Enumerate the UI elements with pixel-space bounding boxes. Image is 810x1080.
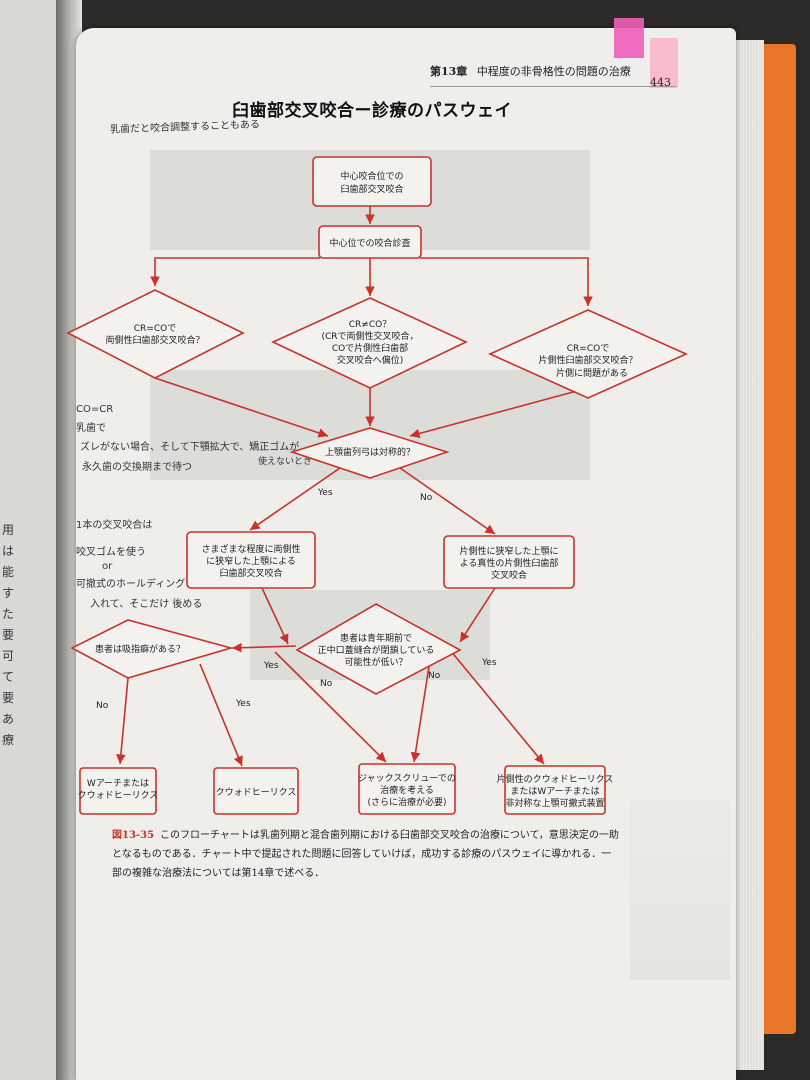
chapter-title: 中程度の非骨格性の問題の治療 — [476, 65, 631, 78]
node-unilateral-narrow-text: 片側性に狭窄した上顎による真性の片側性臼歯部交叉咬合 — [459, 545, 558, 581]
decision-bilateral — [66, 289, 245, 379]
handwritten-note-mid-1: 1本の交叉咬合は — [76, 520, 153, 531]
label-yes-thumb: Yes — [235, 699, 251, 709]
caption-line-2: となるものである．チャート中で提起された問題に回答していけば，成功する診療のパス… — [112, 849, 612, 860]
handwritten-note-mid-3: or — [102, 561, 113, 572]
page-number: 443 — [650, 76, 671, 89]
decision-symmetric — [289, 427, 450, 479]
left-page-char: 能 — [2, 565, 15, 579]
outcome-unilateral-text: 片側性のクウォドヒーリクスまたはWアーチまたは非対称な上顎可撤式装置 — [497, 773, 614, 809]
handwritten-diamond-note: 片側に問題がある — [556, 367, 628, 379]
decision-thumb — [70, 619, 234, 679]
handwritten-note-side-3b: 使えないとき — [258, 457, 313, 467]
node-unilateral-narrow — [443, 535, 575, 589]
outcome-jackscrew-text: ジャックスクリューでの治療を考える(さらに治療が必要) — [358, 773, 456, 808]
decision-bilateral-text: CR=COで両側性臼歯部交叉咬合？ — [105, 324, 204, 346]
decision-symmetric-text: 上顎歯列弓は対称的？ — [325, 446, 415, 458]
node-bilateral-narrow — [186, 531, 316, 589]
handwritten-note-mid-5: 入れて、そこだけ 後める — [90, 599, 203, 610]
label-yes-suture-left: Yes — [263, 661, 279, 671]
page-edges — [736, 40, 764, 1070]
sticky-tab — [614, 18, 644, 58]
label-no-symmetric: No — [420, 493, 433, 503]
diagram-title: 臼歯部交叉咬合ー診療のパスウェイ — [232, 101, 512, 121]
decision-unilateral — [488, 309, 688, 399]
decision-suture-text: 患者は青年期前で正中口蓋縫合が閉鎖している可能性が低い？ — [318, 632, 435, 668]
label-no-suture-left: No — [320, 679, 333, 689]
outcome-unilateral — [504, 765, 606, 815]
decision-shift — [271, 297, 468, 389]
left-page-char: 用 — [2, 523, 15, 537]
left-page-char: す — [2, 586, 15, 600]
node-bilateral-narrow-text: さまざまな程度に両側性に狭窄した上顎による臼歯部交叉咬合 — [201, 543, 300, 579]
left-page-char: 可 — [2, 649, 15, 663]
handwritten-note-mid-4: 可撤式のホールディングアーチを — [76, 579, 225, 590]
outcome-quad-helix — [213, 767, 299, 815]
figure-number: 図13-35 — [112, 830, 154, 841]
node-start — [312, 156, 432, 207]
left-page-char: 療 — [2, 733, 15, 747]
left-page-char: 要 — [2, 628, 15, 642]
label-no-suture-right: No — [428, 671, 441, 681]
decision-thumb-text: 患者は吸指癖がある？ — [95, 643, 185, 655]
handwritten-note-mid-2: 咬叉ゴムを使う — [76, 547, 146, 558]
figure-caption: 図13-35 このフローチャートは乳歯列期と混合歯列期における臼歯部交叉咬合の治療… — [112, 826, 632, 883]
header-rule — [430, 86, 676, 87]
chapter-number: 第13章 — [430, 65, 468, 78]
caption-line-1: このフローチャートは乳歯列期と混合歯列期における臼歯部交叉咬合の治療について，意… — [159, 830, 619, 841]
outcome-w-arch — [79, 767, 157, 815]
left-page-char: は — [2, 544, 15, 558]
left-page-char: た — [2, 607, 15, 621]
caption-line-3: 部の複雑な治療法については第14章で述べる． — [112, 868, 325, 879]
label-yes-symmetric: Yes — [317, 488, 333, 498]
node-exam-text: 中心位での咬合診査 — [329, 237, 410, 249]
outcome-quad-helix-text: クウォドヒーリクス — [216, 787, 297, 798]
outcome-w-arch-text: Wアーチまたはクウォドヒーリクス — [78, 778, 159, 801]
bleed-through-text — [630, 800, 730, 980]
decision-shift-text: CR≠CO？(CRで両側性交叉咬合，COで片側性臼歯部交叉咬合へ偏位) — [321, 320, 418, 366]
sticky-tab-light — [650, 38, 678, 88]
book-cover — [762, 44, 796, 1034]
decision-suture — [295, 603, 462, 695]
node-exam — [318, 225, 422, 259]
handwritten-note-side-2: 乳歯で — [76, 423, 106, 434]
left-page-char: あ — [2, 712, 15, 726]
outcome-jackscrew — [358, 763, 456, 815]
flow-shapes — [66, 156, 688, 815]
label-no-thumb: No — [96, 701, 109, 711]
decision-unilateral-text: CR=COで片側性臼歯部交叉咬合？ — [538, 344, 637, 366]
left-page-char: て — [2, 670, 15, 684]
handwritten-note-side-3: ズレがない場合、そして下顎拡大で、矯正ゴムが — [80, 442, 300, 453]
left-page-char: 要 — [2, 691, 15, 705]
handwritten-note-side-4: 永久歯の交換期まで待つ — [82, 462, 192, 473]
node-start-text: 中心咬合位での臼歯部交叉咬合 — [340, 170, 403, 195]
flow-arrows — [116, 206, 593, 767]
running-header: 第13章 中程度の非骨格性の問題の治療 — [430, 63, 631, 79]
label-yes-suture-right: Yes — [481, 658, 497, 668]
handwritten-note-side-1: CO=CR — [76, 404, 114, 415]
left-page-text: 用は能すた要可て要あ療 — [2, 520, 16, 751]
